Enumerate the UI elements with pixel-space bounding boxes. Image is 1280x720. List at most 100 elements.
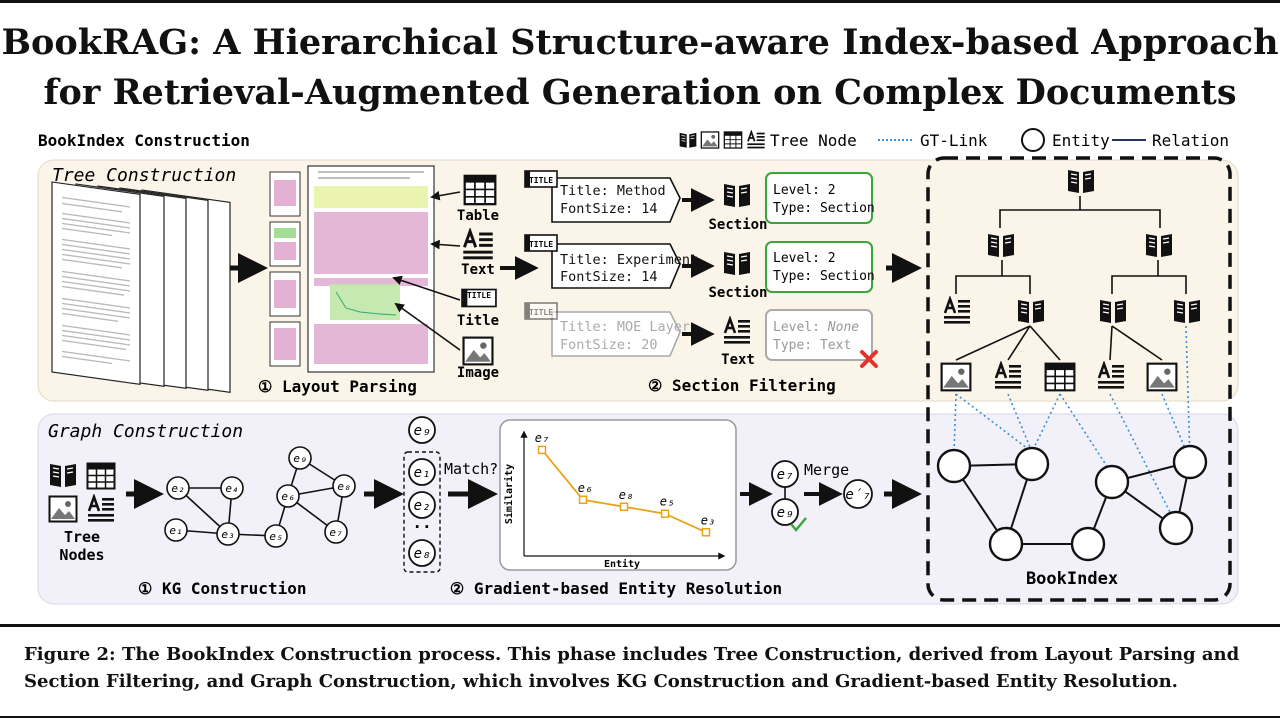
svg-text:e₈: e₈: [337, 480, 350, 493]
document-stack: [51, 181, 231, 394]
info-type: Type: Section: [773, 269, 875, 284]
candidate-font-size: FontSize: 14: [560, 201, 658, 217]
caption-text: The BookIndex Construction process. This…: [24, 644, 1240, 692]
bookindex-frame: [926, 156, 1232, 602]
graph-construction-heading: Graph Construction: [48, 421, 243, 442]
kg-entity-e9: e₉: [288, 446, 312, 470]
caption-label: Figure 2:: [24, 644, 116, 665]
bookindex-label: BookIndex: [1026, 569, 1118, 589]
input-image-icon: [48, 495, 78, 523]
candidate-ellipsis: ··: [412, 517, 431, 536]
chart-x-label: Entity: [604, 558, 640, 570]
result-section-2: Section: [708, 285, 767, 301]
figure-caption: Figure 2: The BookIndex Construction pro…: [24, 641, 1260, 695]
gt-links: [953, 325, 1191, 525]
entity-node: [1158, 510, 1194, 546]
candidate-title-text: Title: MOE Layer: [560, 319, 690, 335]
info-type: Type: Text: [773, 338, 851, 353]
table-icon: [723, 131, 743, 149]
entity-node: [1172, 444, 1208, 480]
svg-text:e₇: e₇: [777, 467, 794, 483]
match-label: Match?: [444, 460, 498, 478]
step-kg-construction: ① KG Construction: [138, 579, 306, 598]
result-text: Text: [721, 352, 755, 368]
kg-entity-e1: e₁: [164, 518, 188, 542]
legend-tree-node-icons: [679, 131, 766, 150]
kg-entities: e₂ e₄ e₁ e₃ e₅ e₉ e₆ e₈ e₇: [164, 446, 356, 548]
similarity-label-e3: e₃: [701, 513, 715, 527]
svg-text:e₁: e₁: [414, 465, 431, 481]
title-line-2: for Retrieval-Augmented Generation on Co…: [43, 72, 1237, 113]
step-layout-parsing: ① Layout Parsing: [258, 377, 417, 396]
result-section-1: Section: [708, 217, 767, 233]
kg-entity-e4: e₄: [220, 476, 244, 500]
input-table-icon: [86, 462, 116, 490]
bookindex-entities: [936, 444, 1208, 562]
query-entity-e9: e₉: [408, 416, 436, 444]
entity-node: [1014, 446, 1050, 482]
merge-entity-e9: e₉: [771, 498, 799, 526]
similarity-label-e6: e₆: [578, 481, 592, 495]
svg-text:e₉: e₉: [293, 452, 306, 465]
book-icon: [679, 132, 697, 149]
svg-text:e₃: e₃: [221, 528, 234, 541]
caption-top-border: [0, 624, 1280, 627]
info-type: Type: Section: [773, 201, 875, 216]
merged-entity-e7-prime: e′₇: [843, 479, 873, 509]
svg-text:e₂: e₂: [414, 498, 431, 514]
kg-entity-e8: e₈: [332, 474, 356, 498]
image-icon: [700, 131, 720, 149]
similarity-point-e6: [578, 495, 588, 505]
entity-node: [1070, 526, 1106, 562]
candidate-title-tag: TITLE: [529, 240, 553, 249]
info-level: Level: 2: [773, 183, 836, 198]
legend-heading: BookIndex Construction: [38, 131, 250, 150]
title-candidate-experiment: TITLE Title: Experiment FontSize: 14: [524, 234, 698, 289]
title-candidate-moe-layer: TITLE Title: MOE Layer FontSize: 20: [524, 302, 690, 357]
merge-label: Merge: [804, 461, 849, 479]
similarity-point-e5: [660, 509, 670, 518]
info-level: Level: None: [773, 320, 859, 335]
element-label-table: Table: [457, 208, 499, 224]
parsed-page: [307, 165, 435, 373]
svg-text:e₂: e₂: [171, 482, 184, 495]
svg-text:e₉: e₉: [414, 423, 431, 439]
svg-text:e₈: e₈: [414, 546, 431, 562]
candidate-e8: e₈: [408, 539, 436, 567]
section-info-boxes: Level: 2 Type: Section Level: 2 Type: Se…: [765, 172, 875, 361]
step-entity-resolution: ② Gradient-based Entity Resolution: [450, 579, 782, 598]
page-thumbnails: [269, 171, 301, 367]
tree-edges: [955, 196, 1187, 361]
match-check-icon: [790, 517, 807, 532]
svg-text:e₄: e₄: [225, 482, 238, 495]
candidate-e1: e₁: [408, 458, 436, 486]
bookindex-diagram: BookIndex Construction Tree Node GT-Link…: [37, 128, 1239, 605]
tree-image-icon: [940, 362, 972, 392]
similarity-point-e8: [619, 502, 629, 512]
candidate-title-text: Title: Method: [560, 183, 666, 199]
element-label-title: Title: [457, 313, 499, 329]
candidate-title-text: Title: Experiment: [560, 252, 698, 268]
figure-title: BookRAG: A Hierarchical Structure-aware …: [0, 18, 1280, 118]
similarity-point-e7: [537, 445, 547, 455]
text-icon: [746, 131, 766, 150]
kg-entity-e7: e₇: [324, 520, 348, 544]
svg-text:e₇: e₇: [329, 526, 342, 539]
candidate-e2: e₂: [408, 491, 436, 519]
entity-node: [1094, 464, 1130, 500]
kg-entity-e5: e₅: [264, 524, 288, 548]
tree-nodes-label-line2: Nodes: [59, 546, 104, 564]
title-tag-label: TITLE: [467, 291, 491, 300]
legend-entity: Entity: [1052, 131, 1110, 150]
similarity-label-e8: e₈: [619, 488, 633, 502]
svg-text:e₅: e₅: [269, 530, 282, 543]
svg-text:e₆: e₆: [281, 490, 294, 503]
legend-tree-node: Tree Node: [770, 131, 857, 150]
candidate-title-tag: TITLE: [529, 176, 553, 185]
kg-entity-e3: e₃: [216, 522, 240, 546]
svg-text:e′₇: e′₇: [845, 487, 870, 503]
element-label-image: Image: [457, 365, 499, 381]
info-level: Level: 2: [773, 251, 836, 266]
element-arrows: [392, 190, 461, 351]
candidate-font-size: FontSize: 20: [560, 337, 658, 353]
